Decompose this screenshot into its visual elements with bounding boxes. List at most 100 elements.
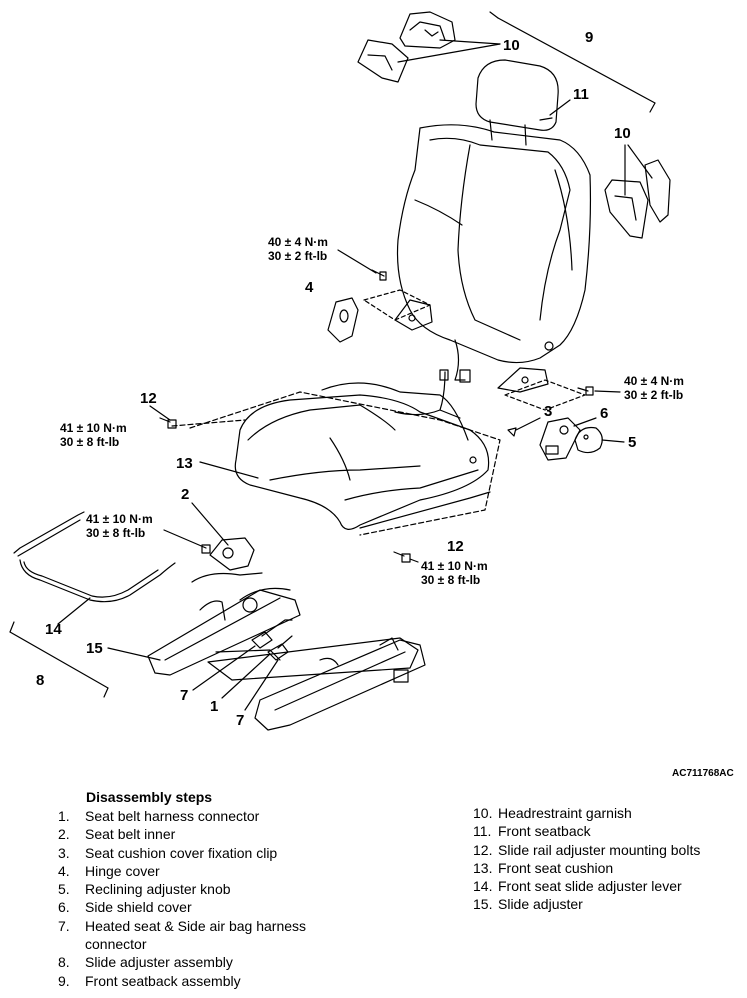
step-text: Headrestraint garnish — [498, 805, 632, 821]
steps-title: Disassembly steps — [86, 789, 213, 805]
torque-rail-left-imperial: 30 ± 8 ft-lb — [60, 435, 119, 449]
callout-5: 5 — [628, 434, 636, 451]
leader-5 — [601, 439, 625, 443]
step-number: 2. — [58, 826, 70, 843]
belt-bolt — [201, 544, 211, 554]
callout-8: 8 — [36, 672, 44, 689]
torque-seatback-upper-metric: 40 ± 4 N·m — [268, 235, 328, 249]
step-text: Front seat cushion — [498, 859, 614, 876]
step-text: Slide adjuster — [498, 896, 583, 913]
rail-bolt-left — [159, 417, 177, 429]
callout-7-lower: 7 — [236, 712, 244, 729]
step-item: 1. Seat belt harness connector — [58, 807, 358, 825]
leader-13 — [199, 461, 259, 479]
step-item: 10. Headrestraint garnish — [473, 804, 743, 822]
torque-seatback-right: 40 ± 4 N·m 30 ± 2 ft-lb — [624, 374, 684, 402]
step-number: 3. — [58, 844, 70, 861]
seatback-hinge-left — [394, 299, 433, 331]
seatback-hinge-right — [497, 367, 549, 393]
callout-10-upper: 10 — [503, 37, 520, 54]
step-item: 2. Seat belt inner — [58, 825, 358, 843]
leader-torque-right — [594, 390, 621, 393]
step-number: 14. — [473, 878, 493, 895]
seatback-bolt-upper — [371, 269, 387, 281]
step-text: Slide adjuster assembly — [85, 954, 233, 971]
step-item: 8. Slide adjuster assembly — [58, 953, 358, 971]
callout-2: 2 — [181, 486, 189, 503]
leader-1 — [221, 653, 271, 699]
step-number: 7. — [58, 917, 70, 934]
step-item: 11.Front seatback — [473, 822, 743, 840]
hinge-cover — [327, 297, 359, 343]
callout-3: 3 — [544, 403, 552, 420]
callout-12-right: 12 — [447, 538, 464, 555]
bracket-9 — [489, 11, 656, 113]
torque-rail-left-metric: 41 ± 10 N·m — [60, 421, 127, 435]
harness-connectors — [251, 619, 293, 661]
torque-rail-right-imperial: 30 ± 8 ft-lb — [421, 573, 480, 587]
step-item: 6. Side shield cover — [58, 898, 358, 916]
callout-4: 4 — [305, 279, 314, 296]
step-text: Seat belt inner — [85, 826, 176, 843]
step-text: Slide rail adjuster mounting bolts — [498, 841, 701, 858]
cushion-dashed-edge — [171, 419, 246, 427]
leader-10a — [439, 39, 501, 45]
leader-11 — [549, 99, 571, 116]
step-number: 11. — [473, 823, 492, 840]
torque-belt-bolt-metric: 41 ± 10 N·m — [86, 512, 153, 526]
leader-14 — [57, 597, 91, 625]
reclining-adjuster-knob — [574, 426, 603, 454]
leader-15 — [107, 647, 161, 661]
step-number: 5. — [58, 881, 70, 898]
torque-seatback-right-metric: 40 ± 4 N·m — [624, 374, 684, 388]
torque-rail-right: 41 ± 10 N·m 30 ± 8 ft-lb — [421, 559, 488, 587]
figure-id: AC711768AC — [672, 768, 734, 779]
step-text: Reclining adjuster knob — [85, 881, 231, 898]
callout-14: 14 — [45, 621, 62, 638]
step-number: 10. — [473, 805, 493, 821]
callout-9: 9 — [585, 29, 593, 46]
step-item: 15. Slide adjuster — [473, 895, 743, 913]
step-text: Side shield cover — [85, 899, 192, 916]
headrest-garnish-lower — [357, 39, 409, 83]
leader-12a — [149, 405, 171, 421]
leader-2 — [191, 502, 229, 546]
step-number: 6. — [58, 899, 70, 916]
step-number: 15. — [473, 896, 493, 913]
step-number: 1. — [58, 808, 70, 824]
step-text: Hinge cover — [85, 862, 160, 879]
torque-seatback-upper: 40 ± 4 N·m 30 ± 2 ft-lb — [268, 235, 328, 263]
headrest — [475, 59, 559, 146]
step-number: 8. — [58, 954, 70, 971]
step-number: 13. — [473, 859, 493, 876]
torque-seatback-right-imperial: 30 ± 2 ft-lb — [624, 388, 683, 402]
leader-torque-rail-right — [409, 558, 419, 563]
step-item: 5. Reclining adjuster knob — [58, 880, 358, 898]
step-text: Heated seat & Side air bag harness conne… — [85, 917, 307, 953]
step-item: 9. Front seatback assembly — [58, 972, 358, 990]
step-number: 9. — [58, 972, 70, 989]
step-text: Seat belt harness connector — [85, 808, 260, 824]
callout-13: 13 — [176, 455, 193, 472]
torque-belt-bolt-imperial: 30 ± 8 ft-lb — [86, 526, 145, 540]
slide-adjuster — [147, 587, 426, 731]
leader-torque-belt — [163, 529, 207, 549]
step-item: 4. Hinge cover — [58, 862, 358, 880]
step-text: Front seatback assembly — [85, 972, 241, 989]
step-number: 4. — [58, 862, 70, 879]
bracket-8 — [9, 621, 109, 698]
leader-10a-2 — [397, 43, 501, 63]
leader-3 — [515, 417, 541, 431]
step-item: 13. Front seat cushion — [473, 859, 743, 877]
step-item: 12.Slide rail adjuster mounting bolts — [473, 841, 743, 859]
rail-bolt-right — [393, 551, 411, 563]
hinge-dashed-right — [504, 379, 586, 411]
steps-list-left: 1. Seat belt harness connector 2. Seat bel… — [58, 807, 358, 990]
leader-torque-upper — [337, 249, 377, 274]
torque-seatback-upper-imperial: 30 ± 2 ft-lb — [268, 249, 327, 263]
callout-12-left: 12 — [140, 390, 157, 407]
cushion-fixation-clip — [507, 427, 517, 437]
callout-1: 1 — [210, 698, 218, 715]
seat-belt-inner — [191, 537, 263, 583]
